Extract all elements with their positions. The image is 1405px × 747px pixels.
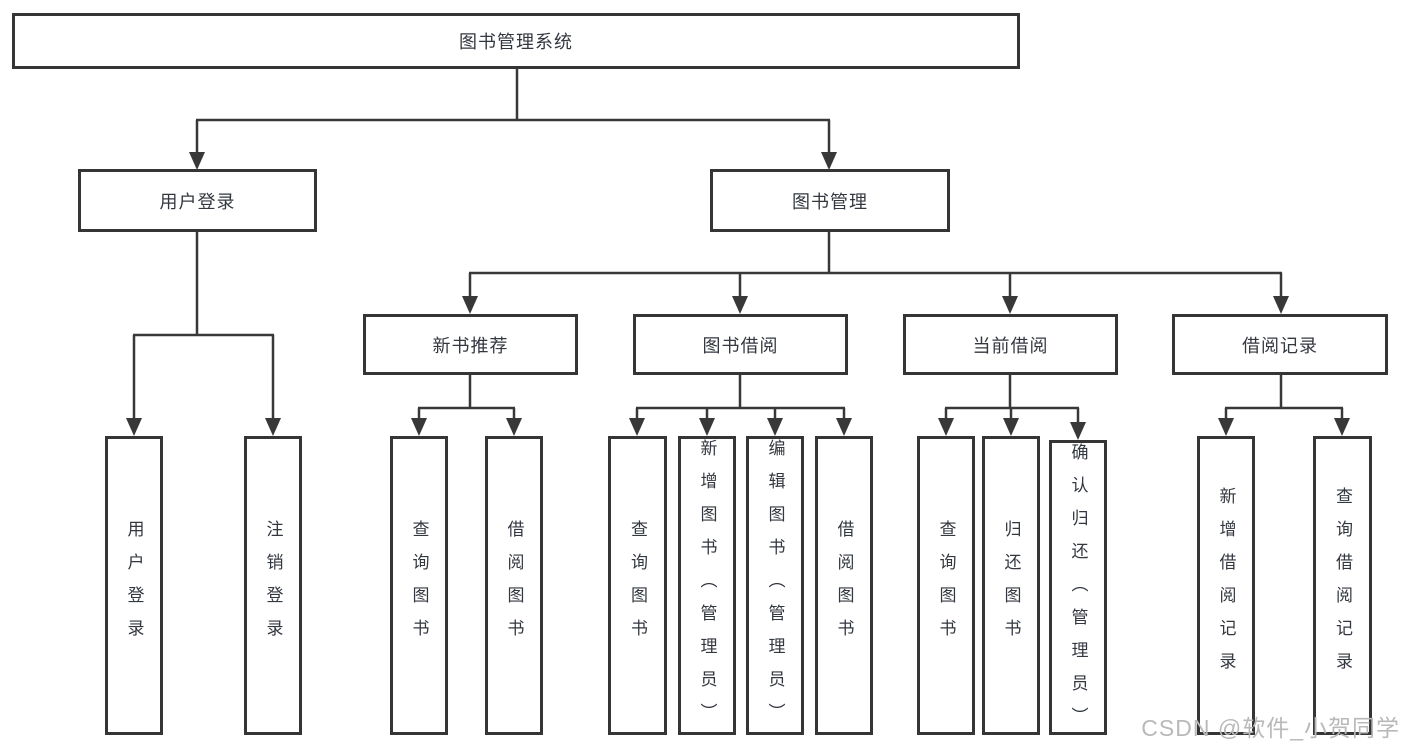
node-label: 确认归还（管理员） bbox=[1068, 443, 1088, 740]
node-label: 图书借阅 bbox=[702, 335, 779, 356]
node-query-books-current: 查询图书 bbox=[917, 436, 975, 735]
node-confirm-return-admin: 确认归还（管理员） bbox=[1049, 440, 1107, 740]
node-query-books-borrowing: 查询图书 bbox=[608, 436, 667, 735]
node-label: 图书管理 bbox=[792, 191, 868, 212]
node-label: 借阅图书 bbox=[504, 519, 524, 652]
node-label: 新增借阅记录 bbox=[1216, 486, 1236, 685]
node-query-books-recommend: 查询图书 bbox=[390, 436, 448, 735]
node-label: 新增图书（管理员） bbox=[697, 439, 717, 736]
node-logout: 注销登录 bbox=[244, 436, 302, 735]
node-borrow-books-borrowing: 借阅图书 bbox=[815, 436, 873, 735]
node-add-books-admin: 新增图书（管理员） bbox=[678, 436, 736, 736]
node-label: 注销登录 bbox=[263, 519, 283, 652]
node-label: 编辑图书（管理员） bbox=[765, 439, 785, 736]
node-return-books: 归还图书 bbox=[982, 436, 1040, 735]
node-label: 查询图书 bbox=[936, 519, 956, 652]
node-label: 用户登录 bbox=[124, 519, 144, 652]
node-borrow-books-recommend: 借阅图书 bbox=[485, 436, 543, 735]
node-label: 查询借阅记录 bbox=[1333, 486, 1352, 685]
node-label: 新书推荐 bbox=[432, 335, 509, 356]
node-current-borrowing: 当前借阅 bbox=[903, 314, 1118, 375]
node-user-login: 用户登录 bbox=[78, 169, 317, 232]
node-user-login-leaf: 用户登录 bbox=[105, 436, 163, 735]
node-book-management: 图书管理 bbox=[710, 169, 950, 232]
node-add-borrow-record: 新增借阅记录 bbox=[1197, 436, 1255, 735]
node-book-borrowing: 图书借阅 bbox=[633, 314, 848, 375]
node-borrowing-records: 借阅记录 bbox=[1172, 314, 1388, 375]
node-label: 查询图书 bbox=[628, 519, 647, 652]
node-label: 图书管理系统 bbox=[459, 32, 573, 52]
node-edit-books-admin: 编辑图书（管理员） bbox=[746, 436, 804, 736]
watermark: CSDN @软件_小贺同学 bbox=[1141, 715, 1400, 741]
node-new-book-recommend: 新书推荐 bbox=[363, 314, 578, 375]
node-label: 用户登录 bbox=[159, 191, 236, 212]
node-label: 查询图书 bbox=[409, 519, 429, 652]
node-label: 借阅图书 bbox=[834, 519, 854, 652]
node-label: 借阅记录 bbox=[1242, 335, 1318, 356]
node-label: 归还图书 bbox=[1001, 519, 1021, 652]
node-query-borrow-record: 查询借阅记录 bbox=[1313, 436, 1372, 735]
node-library-system: 图书管理系统 bbox=[12, 13, 1020, 69]
node-label: 当前借阅 bbox=[972, 335, 1049, 356]
